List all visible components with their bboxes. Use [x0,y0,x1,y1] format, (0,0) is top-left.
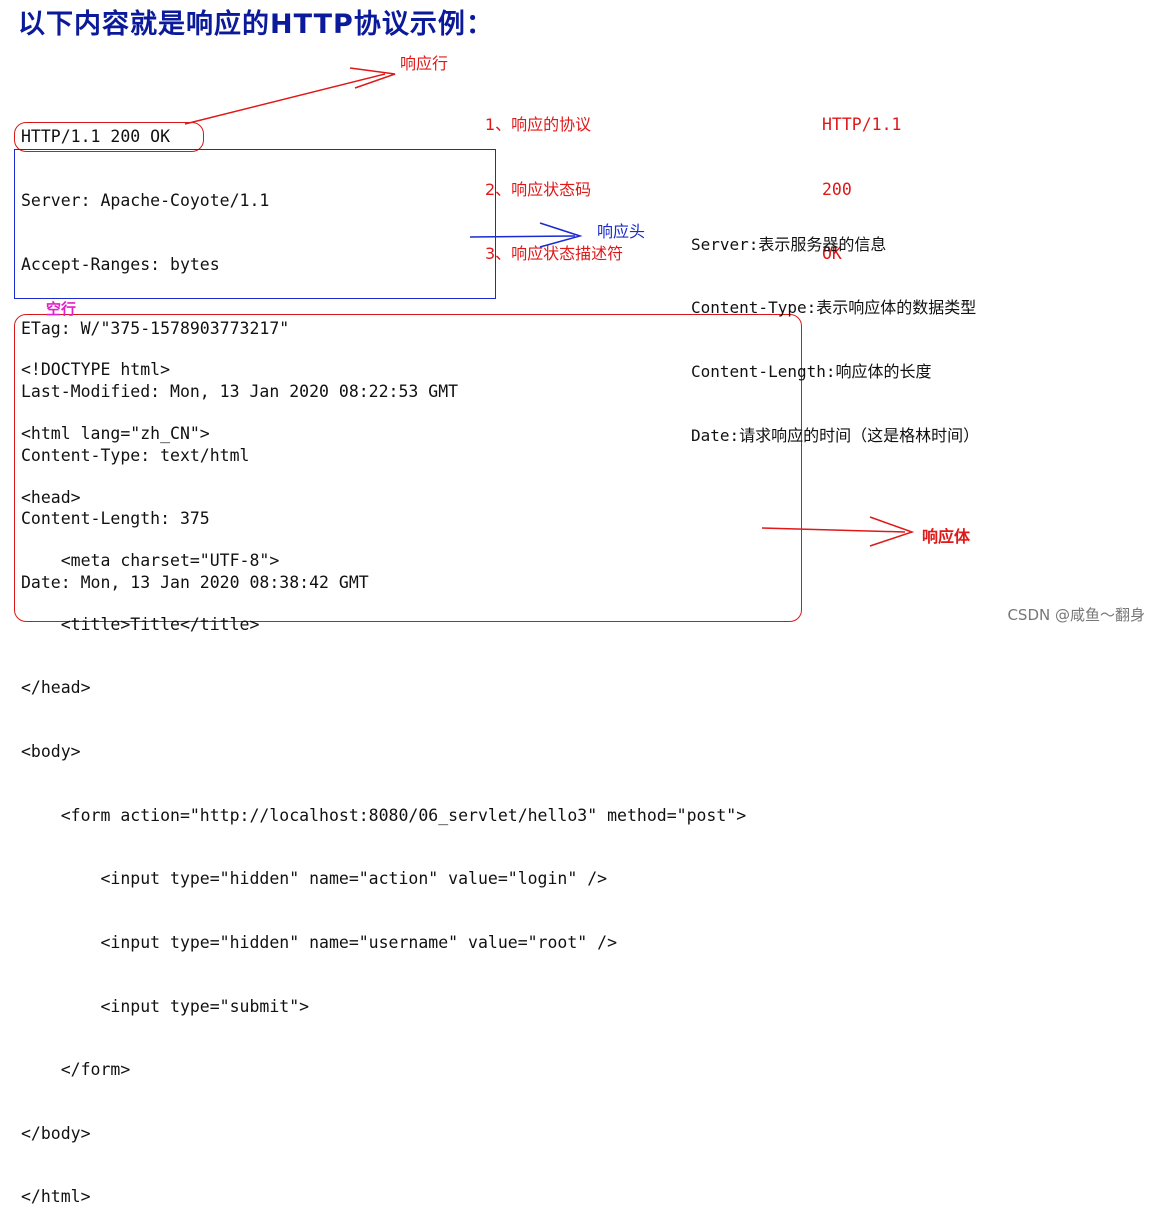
header-line: Content-Type: text/html [21,445,250,465]
response-line-outline [14,122,204,152]
code-line: </form> [21,1060,131,1080]
code-line: <input type="submit"> [21,996,310,1016]
response-headers: Server: Apache-Coyote/1.1 Accept-Ranges:… [21,148,458,614]
response-line-label: 响应行 [400,54,449,73]
response-body: <!DOCTYPE html> <html lang="zh_CN"> <hea… [21,317,746,1229]
code-line: </body> [21,1123,91,1143]
status-line: HTTP/1.1 200 OK [21,127,171,146]
code-line: </head> [21,678,91,698]
code-line: <html lang="zh_CN"> [21,424,210,444]
list-item: Date:请求响应的时间（这是格林时间） [691,426,980,446]
list-item: Content-Type:表示响应体的数据类型 [691,298,977,318]
response-body-label: 响应体 [922,527,971,546]
list-item: 200 [822,179,852,199]
page-title: 以下内容就是响应的HTTP协议示例： [18,9,494,40]
code-line: </html> [21,1187,91,1207]
annotation-arrows [184,67,915,547]
response-head-label: 响应头 [597,222,646,241]
header-line: ETag: W/"375-1578903773217" [21,318,290,338]
list-item: Server:表示服务器的信息 [691,234,887,254]
code-line: <body> [21,742,81,762]
list-item: OK [822,244,842,263]
code-line: <!DOCTYPE html> [21,360,171,380]
header-line: Last-Modified: Mon, 13 Jan 2020 08:22:53… [21,382,459,402]
code-line: <title>Title</title> [21,614,260,634]
code-line: <input type="hidden" name="username" val… [21,932,618,952]
list-item: 2、响应状态码 [485,179,592,199]
header-line: Server: Apache-Coyote/1.1 [21,191,270,211]
code-line: <input type="hidden" name="action" value… [21,869,608,889]
list-item: 1、响应的协议 [485,115,592,134]
status-line-parts: 1、响应的协议 2、响应状态码 3、响应状态描述符 [485,71,623,286]
header-line: Accept-Ranges: bytes [21,255,220,275]
list-item: 3、响应状态描述符 [485,244,624,263]
response-head-outline [14,149,496,299]
code-line: <form action="http://localhost:8080/06_s… [21,805,747,825]
watermark: CSDN @咸鱼～翻身 [1007,606,1145,624]
status-line-values: HTTP/1.1 200 OK [822,71,901,286]
list-item: HTTP/1.1 [822,115,902,134]
header-descriptions: Server:表示服务器的信息 Content-Type:表示响应体的数据类型 … [691,191,979,468]
list-item: Content-Length:响应体的长度 [691,362,932,382]
header-line: Date: Mon, 13 Jan 2020 08:38:42 GMT [21,573,369,593]
code-line: <meta charset="UTF-8"> [21,551,280,571]
response-body-outline [14,314,802,622]
header-line: Content-Length: 375 [21,509,210,529]
empty-line-label: 空行 [46,300,77,318]
code-line: <head> [21,487,81,507]
